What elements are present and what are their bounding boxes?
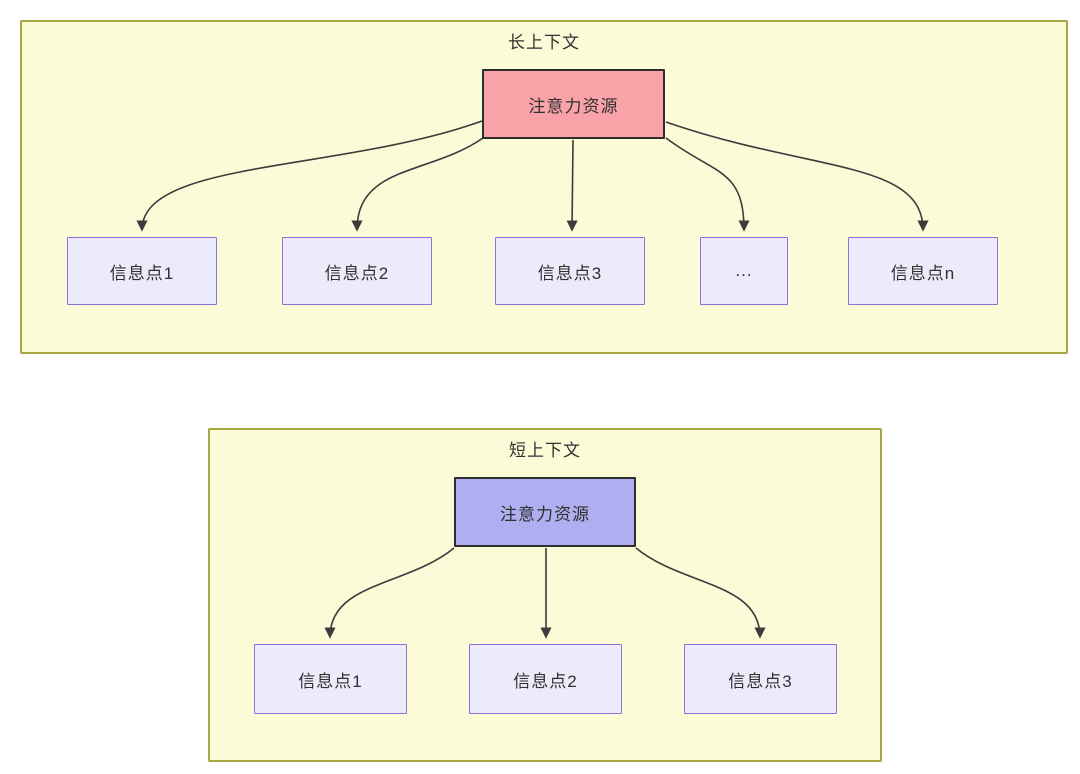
- short-info-node-1: 信息点1: [254, 644, 407, 714]
- short-info-node-3: 信息点3: [684, 644, 837, 714]
- short-context-title: 短上下文: [509, 441, 581, 460]
- long-info-node-ellipsis: ...: [700, 237, 788, 305]
- short-info-node-2: 信息点2: [469, 644, 622, 714]
- long-info-node-n: 信息点n: [848, 237, 998, 305]
- short-attention-node: 注意力资源: [454, 477, 636, 547]
- long-attention-node: 注意力资源: [482, 69, 665, 139]
- long-info-node-2: 信息点2: [282, 237, 432, 305]
- long-context-title: 长上下文: [508, 33, 580, 52]
- long-info-node-1: 信息点1: [67, 237, 217, 305]
- long-info-node-3: 信息点3: [495, 237, 645, 305]
